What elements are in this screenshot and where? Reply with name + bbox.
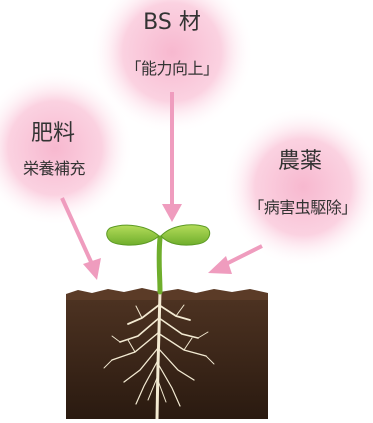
bs-arrow [162, 92, 182, 222]
bs-bubble [90, 0, 254, 134]
roots [103, 290, 215, 421]
soil-surface [66, 288, 268, 300]
seedling-leaf-left [106, 224, 160, 246]
seedling-leaf-right [160, 224, 211, 246]
fertilizer-bubble [0, 70, 133, 226]
fertilizer-subtitle: 栄養補充 [22, 159, 86, 178]
fertilizer-title: 肥料 [30, 121, 75, 146]
pesticide-arrow [208, 244, 263, 274]
bs-subtitle: 「能力向上」 [125, 59, 219, 78]
seedling-stem [156, 235, 163, 295]
pesticide-subtitle: 「病害虫駆除」 [248, 198, 357, 217]
pesticide-bubble [223, 107, 373, 267]
pesticide-title: 農薬 [277, 149, 322, 174]
soil-block [66, 294, 268, 419]
bs-title: BS 材 [143, 10, 201, 35]
fertilizer-arrow [60, 197, 101, 280]
